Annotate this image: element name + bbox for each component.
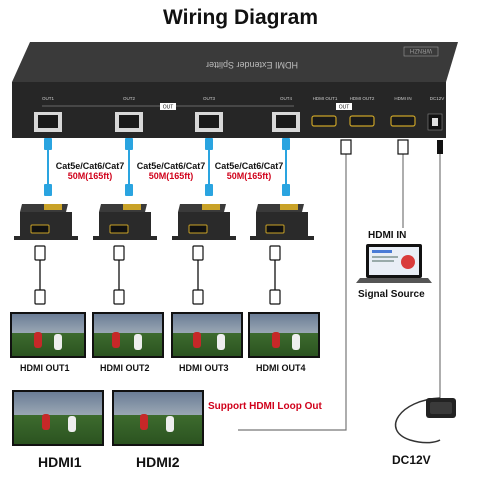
signal-source-label: Signal Source	[358, 289, 425, 300]
tv-2	[92, 312, 164, 358]
tv-3	[171, 312, 243, 358]
loop-label-1: HDMI1	[38, 454, 82, 470]
receiver-3	[172, 204, 236, 240]
tv-4	[248, 312, 320, 358]
tv-label-2: HDMI OUT2	[100, 363, 150, 373]
power-label: DC12V	[392, 453, 431, 467]
tv-loop-1	[12, 390, 104, 446]
tv-label-4: HDMI OUT4	[256, 363, 306, 373]
tv-label-1: HDMI OUT1	[20, 363, 70, 373]
receiver-4	[250, 204, 314, 240]
receiver-1	[14, 204, 78, 240]
receiver-2	[93, 204, 157, 240]
loop-out-note: Support HDMI Loop Out	[208, 401, 322, 412]
hdmi-in-label: HDMI IN	[368, 230, 406, 241]
tv-label-3: HDMI OUT3	[179, 363, 229, 373]
tv-1	[10, 312, 86, 358]
tv-loop-2	[112, 390, 204, 446]
laptop-icon	[356, 244, 432, 283]
loop-label-2: HDMI2	[136, 454, 180, 470]
